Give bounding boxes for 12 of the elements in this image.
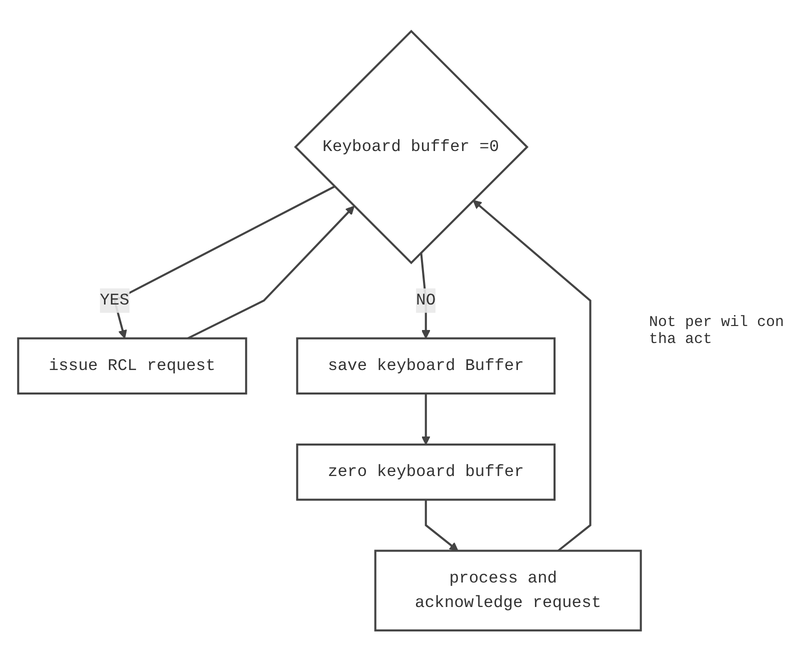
edge-label: NO: [416, 292, 436, 310]
arrow: [424, 500, 458, 552]
node-box: save keyboard Buffer: [296, 338, 556, 395]
node-box: issue RCL request: [17, 338, 248, 395]
edge-label: YES: [100, 292, 130, 310]
node-box: zero keyboard buffer: [296, 444, 556, 501]
arrow: [421, 394, 430, 446]
arrow: [187, 206, 355, 340]
node-box: process and acknowledge request: [374, 550, 642, 632]
node-diamond: Keyboard buffer =0: [294, 30, 529, 264]
arrow: [472, 200, 592, 552]
note-text: Not per wil con tha act: [649, 314, 786, 348]
